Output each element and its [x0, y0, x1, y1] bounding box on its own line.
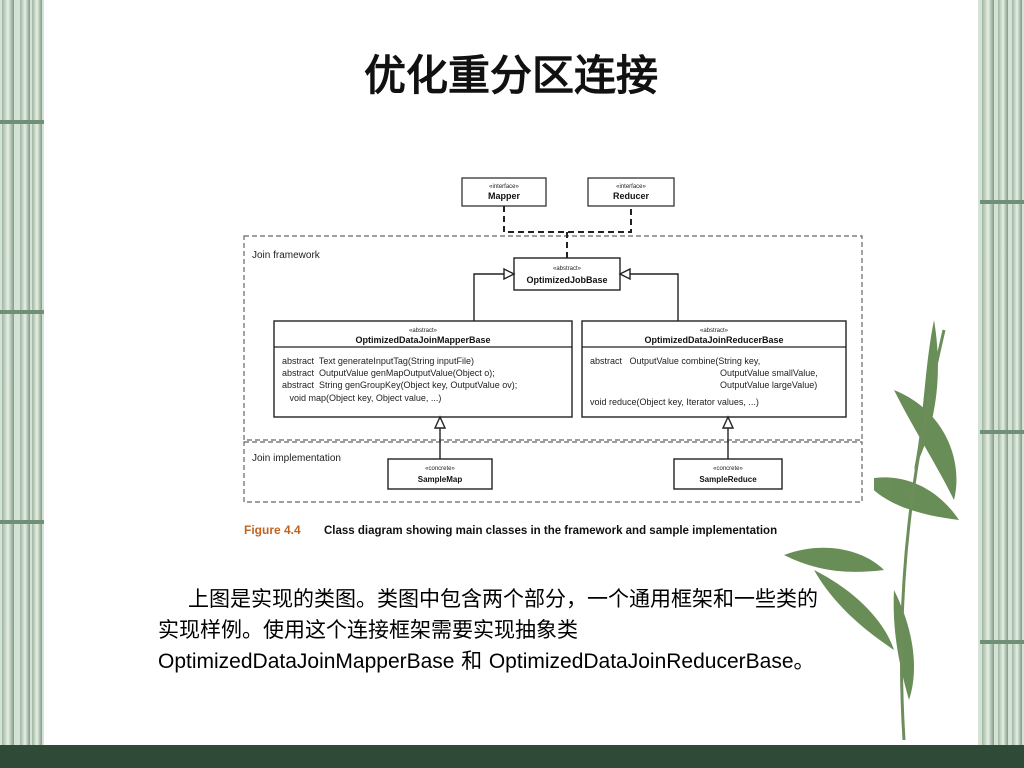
- svg-text:OutputValue largeValue): OutputValue largeValue): [720, 380, 817, 390]
- join-implementation-label: Join implementation: [252, 453, 341, 464]
- svg-text:OutputValue smallValue,: OutputValue smallValue,: [720, 368, 818, 378]
- svg-text:abstract String genGroupKey(O: abstract String genGroupKey(Object key, …: [282, 380, 517, 390]
- optimized-job-base-box: «abstract» OptimizedJobBase: [513, 257, 621, 291]
- svg-text:«concrete»: «concrete»: [713, 466, 743, 472]
- body-line-2: 实现样例。使用这个连接框架需要实现抽象类: [158, 618, 578, 642]
- inheritance-lines: [473, 273, 679, 321]
- mapper-base-class-name: OptimizedDataJoinMapperBase: [158, 650, 455, 673]
- svg-text:abstract OutputValue genMapOu: abstract OutputValue genMapOutputValue(O…: [282, 368, 495, 378]
- svg-text:abstract OutputValue combine: abstract OutputValue combine(String key,: [590, 356, 760, 366]
- svg-text:void map(Object key, Object va: void map(Object key, Object value, ...): [282, 393, 441, 403]
- svg-text:«abstract»: «abstract»: [553, 266, 582, 272]
- mapper-interface-box: «interface» Mapper: [461, 177, 547, 207]
- body-line-3: OptimizedDataJoinMapperBase 和 OptimizedD…: [158, 646, 978, 677]
- figure-caption-label: Figure 4.4: [244, 523, 301, 537]
- figure-caption-text: Class diagram showing main classes in th…: [324, 525, 777, 537]
- realization-lines: [503, 206, 632, 258]
- and-text: 和: [454, 649, 489, 673]
- reducer-interface-box: «interface» Reducer: [587, 177, 675, 207]
- svg-text:OptimizedDataJoinReducerBase: OptimizedDataJoinReducerBase: [644, 335, 783, 345]
- svg-text:abstract Text generateInputTa: abstract Text generateInputTag(String in…: [282, 356, 474, 366]
- svg-text:void reduce(Object key, Iterat: void reduce(Object key, Iterator values,…: [590, 397, 759, 407]
- reducer-base-class-box: «abstract» OptimizedDataJoinReducerBase …: [581, 320, 847, 418]
- class-diagram: Join framework Join implementation «inte…: [238, 166, 874, 544]
- bottom-strip: [0, 745, 1024, 768]
- svg-text:Reducer: Reducer: [613, 191, 650, 201]
- end-punctuation: 。: [793, 649, 815, 673]
- join-implementation-region: [243, 441, 863, 503]
- svg-text:Mapper: Mapper: [488, 191, 521, 201]
- svg-text:SampleReduce: SampleReduce: [699, 475, 757, 484]
- svg-text:«abstract»: «abstract»: [409, 328, 438, 334]
- svg-text:«abstract»: «abstract»: [700, 328, 729, 334]
- body-text: 上图是实现的类图。类图中包含两个部分，一个通用框架和一些类的 实现样例。使用这个…: [158, 584, 978, 677]
- slide-title: 优化重分区连接: [363, 51, 658, 100]
- reducer-base-class-name: OptimizedDataJoinReducerBase: [488, 650, 794, 673]
- body-line-1: 上图是实现的类图。类图中包含两个部分，一个通用框架和一些类的: [188, 587, 818, 611]
- svg-text:OptimizedDataJoinMapperBase: OptimizedDataJoinMapperBase: [355, 335, 490, 345]
- mapper-base-class-box: «abstract» OptimizedDataJoinMapperBase a…: [273, 320, 573, 418]
- bamboo-leaves-decoration: [784, 320, 959, 740]
- sample-map-box: «concrete» SampleMap: [387, 458, 493, 490]
- svg-text:«interface»: «interface»: [489, 184, 519, 190]
- svg-text:OptimizedJobBase: OptimizedJobBase: [526, 275, 607, 285]
- join-framework-label: Join framework: [252, 250, 321, 261]
- join-framework-region: [243, 235, 863, 441]
- svg-text:«concrete»: «concrete»: [425, 466, 455, 472]
- svg-text:SampleMap: SampleMap: [418, 475, 463, 484]
- svg-text:«interface»: «interface»: [616, 184, 646, 190]
- slide: 优化重分区连接 Join framework Join implementati…: [44, 0, 978, 745]
- sample-reduce-box: «concrete» SampleReduce: [673, 458, 783, 490]
